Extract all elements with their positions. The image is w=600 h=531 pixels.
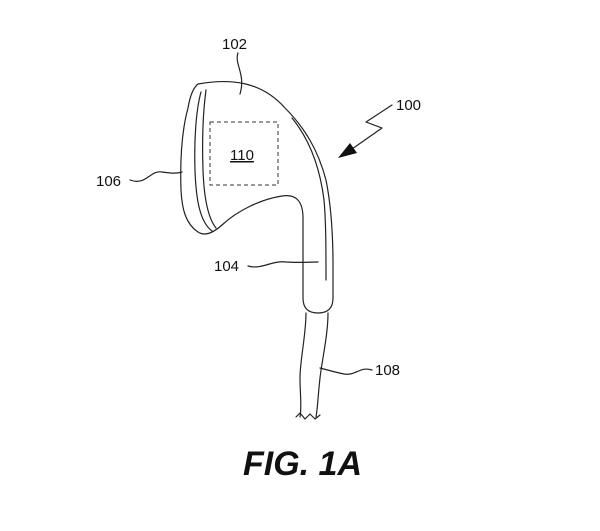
label-100: 100	[396, 97, 421, 114]
cable-left	[299, 312, 307, 418]
leader-100	[351, 104, 393, 150]
leader-102	[236, 52, 243, 95]
cable-break	[295, 412, 321, 420]
label-110: 110	[230, 147, 254, 164]
earbud-face-rim	[194, 91, 213, 232]
leader-106	[129, 171, 183, 182]
internal-component-box	[209, 121, 279, 186]
label-106: 106	[96, 173, 121, 190]
earbud-body-outline	[180, 81, 334, 314]
label-102: 102	[222, 36, 247, 53]
arrow-100-head	[338, 143, 357, 158]
earbud-face-rim-inner	[202, 89, 217, 229]
leader-108	[319, 367, 373, 375]
cable-right	[315, 312, 329, 418]
label-104: 104	[214, 258, 239, 275]
figure-caption: FIG. 1A	[243, 445, 362, 483]
label-108: 108	[375, 362, 400, 379]
earbud-contour-line	[291, 117, 327, 281]
leader-104	[247, 261, 319, 268]
